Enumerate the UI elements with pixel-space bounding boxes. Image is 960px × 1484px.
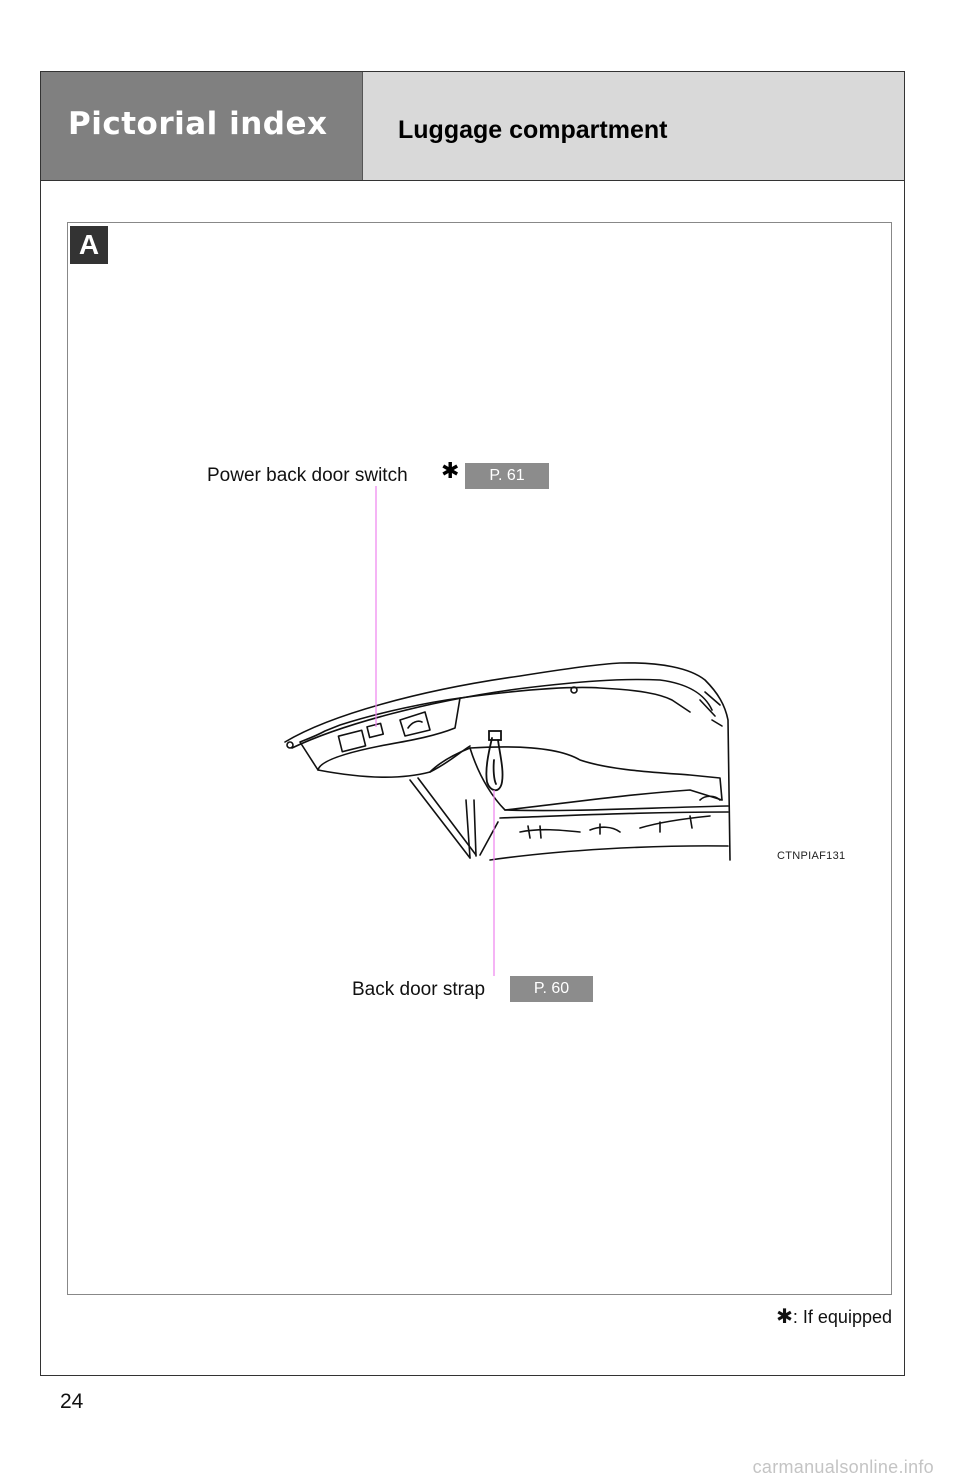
watermark: carmanualsonline.info <box>752 1457 934 1477</box>
header-divider <box>41 180 904 181</box>
section-header: Pictorial index <box>41 72 362 180</box>
illustration-code: CTNPIAF131 <box>777 850 846 862</box>
section-badge: A <box>70 226 108 264</box>
footnote-text: : If equipped <box>792 1307 892 1327</box>
page-number: 24 <box>60 1390 84 1413</box>
asterisk-icon: ✱ <box>776 1304 793 1328</box>
back-door-strap-label: Back door strap <box>352 979 486 1000</box>
page-title: Luggage compartment <box>398 116 668 144</box>
section-title: Pictorial index <box>68 106 328 142</box>
footnote: ✱: If equipped <box>776 1304 892 1328</box>
page-header: Luggage compartment <box>362 72 904 180</box>
figure-frame <box>67 222 892 1295</box>
page-ref-power-back-door-switch[interactable]: P. 61 <box>465 463 549 489</box>
if-equipped-asterisk-icon: ✱ <box>441 459 460 484</box>
page-ref-back-door-strap[interactable]: P. 60 <box>510 976 593 1002</box>
page-frame <box>40 71 905 1376</box>
power-back-door-switch-label: Power back door switch <box>207 465 408 486</box>
